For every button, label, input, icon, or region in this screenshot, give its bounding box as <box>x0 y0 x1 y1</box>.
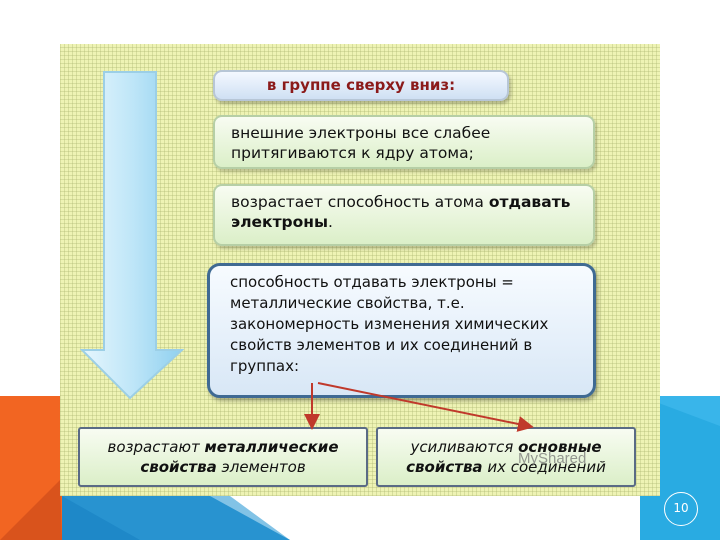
conclusion-row: возрастают металлические свойства элемен… <box>78 427 636 487</box>
down-arrow-icon <box>79 70 185 404</box>
statement-box-2: возрастает способность атома отдавать эл… <box>213 184 595 246</box>
box2-line2-a: электроны <box>231 213 329 231</box>
box2-line1: возрастает способность атома отдавать <box>231 192 583 212</box>
box3-line5: группах: <box>230 357 300 375</box>
decor-corner-left <box>0 396 290 540</box>
conclusion-left-line1-b: металлические <box>204 438 339 456</box>
title-text: в группе сверху вниз: <box>266 76 456 94</box>
connector-arrow-right <box>317 382 534 432</box>
conclusion-right-line1-b: основные <box>518 438 602 456</box>
watermark-text: MyShared <box>518 450 587 467</box>
box3-line2: металлические свойства, т.е. <box>230 294 465 312</box>
conclusion-left-line2-a: свойства <box>140 458 217 476</box>
box3-line3: закономерность изменения химических <box>230 315 549 333</box>
conclusion-left-line1-a: возрастают <box>107 438 205 456</box>
statement-box-1: внешние электроны все слабее притягивают… <box>213 115 595 169</box>
box2-line2: электроны. <box>231 212 583 232</box>
box3-line1: способность отдавать электроны = <box>230 273 514 291</box>
diagram-title: в группе сверху вниз: <box>213 70 509 101</box>
box2-line1-b: отдавать <box>488 193 571 211</box>
conclusion-right-line1: усиливаются основные <box>378 437 634 457</box>
conclusion-basic: усиливаются основные свойства их соедине… <box>376 427 636 487</box>
conclusion-right-line2: свойства их соединений <box>378 457 634 477</box>
box1-line1: внешние электроны все слабее <box>231 124 491 142</box>
statement-box-3: способность отдавать электроны = металли… <box>207 263 596 398</box>
conclusion-right-line1-a: усиливаются <box>410 438 519 456</box>
conclusion-right-line2-a: свойства <box>406 458 483 476</box>
box2-line1-a: возрастает способность атома <box>231 193 489 211</box>
conclusion-left-line1: возрастают металлические <box>80 437 366 457</box>
conclusion-left-line2-b: элементов <box>216 458 306 476</box>
conclusion-left-line2: свойства элементов <box>80 457 366 477</box>
box3-line4: свойств элементов и их соединений в <box>230 336 533 354</box>
conclusion-right-line2-b: их соединений <box>482 458 606 476</box>
box2-line2-b: . <box>328 213 333 231</box>
page-number: 10 <box>664 492 698 526</box>
conclusion-metallic: возрастают металлические свойства элемен… <box>78 427 368 487</box>
box1-line2: притягиваются к ядру атома; <box>231 144 474 162</box>
